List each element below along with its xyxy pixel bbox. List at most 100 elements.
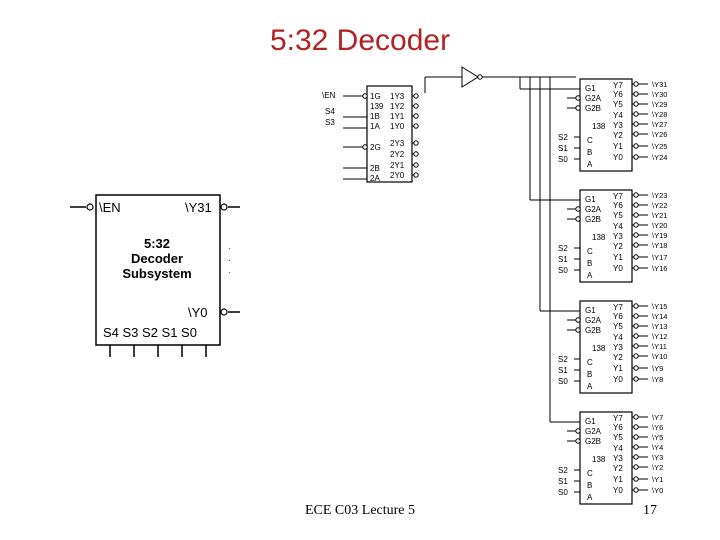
- dec138-output-label: \Y12: [652, 332, 667, 341]
- dec138-y-label: Y5: [613, 211, 623, 220]
- dec138-output-bubble: [633, 333, 639, 339]
- dec138-select-input-label: S2: [558, 355, 568, 364]
- dec138-output-bubble: [633, 265, 639, 271]
- dec138-output-bubble: [633, 131, 639, 137]
- dec138-select-label: A: [587, 271, 593, 280]
- dec139-enable-label: \EN: [322, 91, 336, 100]
- dec138-select-label: B: [587, 370, 592, 379]
- dec138-output-label: \Y22: [652, 201, 667, 210]
- dec138-output-bubble: [633, 192, 639, 198]
- dec138-output-label: \Y17: [652, 253, 667, 262]
- dec138-output-label: \Y3: [652, 453, 663, 462]
- dec139-output-bubble: [413, 123, 419, 129]
- dec138-enable-label: G2B: [585, 215, 601, 224]
- dec139-s3-label: S3: [325, 118, 335, 127]
- dec138-select-label: A: [587, 382, 593, 391]
- subsystem-name-line2: Decoder: [131, 251, 183, 266]
- dec138-output-label: \Y11: [652, 342, 667, 351]
- dec138-output-label: \Y23: [652, 191, 667, 200]
- dec138-output-bubble: [633, 323, 639, 329]
- dec138-y-label: Y1: [613, 475, 623, 484]
- dec138-enable-label: G2A: [585, 316, 602, 325]
- dec138-output-label: \Y6: [652, 423, 663, 432]
- dec138-output-bubble: [633, 111, 639, 117]
- dec139-output-bubble: [413, 162, 419, 168]
- dec138-enable-label: G1: [585, 417, 596, 426]
- dec138-output-label: \Y29: [652, 100, 667, 109]
- dec139-pin-label: 1B: [370, 112, 380, 121]
- dec138-select-input-label: S0: [558, 377, 568, 386]
- dec138-output-bubble: [633, 424, 639, 430]
- dec139-pin-label: 2B: [370, 164, 380, 173]
- dec138-output-label: \Y5: [652, 433, 663, 442]
- dec138-select-label: A: [587, 493, 593, 502]
- dec139-output-bubble: [413, 113, 419, 119]
- dec138-y-label: Y1: [613, 253, 623, 262]
- dec138-output-bubble: [633, 343, 639, 349]
- dec138-output-bubble: [633, 376, 639, 382]
- dec138-select-input-label: S0: [558, 155, 568, 164]
- dec138-select-label: B: [587, 259, 592, 268]
- dec138-enable-label: G2B: [585, 326, 601, 335]
- dec139-output-label: 1Y3: [390, 92, 405, 101]
- dec138-output-label: \Y7: [652, 413, 663, 422]
- dec138-y-label: Y3: [613, 232, 623, 241]
- dec138-y-label: Y6: [613, 423, 623, 432]
- dec139-output-bubble: [413, 93, 419, 99]
- dec138-output-bubble: [633, 454, 639, 460]
- dec138-select-input-label: S1: [558, 144, 568, 153]
- dec138-y-label: Y4: [613, 222, 623, 231]
- dec139-output-bubble: [413, 151, 419, 157]
- decoder-138-1: G1G2AG2B138CBAY7Y6Y5Y4Y3Y2Y1Y0\Y31\Y30\Y…: [558, 78, 667, 172]
- dec138-enable-label: G1: [585, 84, 596, 93]
- dec139-output-bubble: [413, 140, 419, 146]
- dec138-y-label: Y0: [613, 375, 623, 384]
- dec138-y-label: Y7: [613, 303, 623, 312]
- dec138-y-label: Y7: [613, 414, 623, 423]
- dec138-output-bubble: [633, 414, 639, 420]
- subsystem-bottom-output-label: \Y0: [188, 305, 208, 320]
- dec138-y-label: Y1: [613, 364, 623, 373]
- dec138-output-label: \Y8: [652, 375, 663, 384]
- dec138-y-label: Y7: [613, 81, 623, 90]
- dec139-s4-label: S4: [325, 107, 335, 116]
- dec138-enable-label: G1: [585, 195, 596, 204]
- dec138-select-input-label: S0: [558, 266, 568, 275]
- dec138-y-label: Y2: [613, 464, 623, 473]
- enable-buffer: [424, 66, 576, 93]
- dec138-output-bubble: [633, 212, 639, 218]
- dec138-output-bubble: [633, 487, 639, 493]
- subsystem-name-line1: 5:32: [144, 236, 170, 251]
- dec138-y-label: Y5: [613, 433, 623, 442]
- dec138-enable-label: G1: [585, 306, 596, 315]
- dec138-output-label: \Y15: [652, 302, 667, 311]
- dec138-y-label: Y6: [613, 201, 623, 210]
- dec138-output-bubble: [633, 365, 639, 371]
- dec138-select-input-label: S1: [558, 477, 568, 486]
- dec138-output-label: \Y9: [652, 364, 663, 373]
- dec138-output-label: \Y21: [652, 211, 667, 220]
- dec138-output-label: \Y14: [652, 312, 667, 321]
- dec138-y-label: Y2: [613, 242, 623, 251]
- dec138-output-bubble: [633, 313, 639, 319]
- subsystem-output-dot: ·: [228, 268, 231, 277]
- page-number: 17: [643, 503, 657, 518]
- dec138-output-label: \Y13: [652, 322, 667, 331]
- dec138-enable-label: G2B: [585, 437, 601, 446]
- dec138-output-label: \Y26: [652, 130, 667, 139]
- dec138-output-bubble: [633, 121, 639, 127]
- dec138-output-bubble: [633, 222, 639, 228]
- subsystem-top-output-label: \Y31: [185, 200, 212, 215]
- dec138-y-label: Y7: [613, 192, 623, 201]
- dec138-enable-label: G2A: [585, 205, 602, 214]
- dec139-output-label: 1Y1: [390, 112, 405, 121]
- dec138-select-input-label: S2: [558, 133, 568, 142]
- dec138-y-label: Y0: [613, 264, 623, 273]
- dec138-y-label: Y6: [613, 90, 623, 99]
- dec138-output-bubble: [633, 242, 639, 248]
- dec138-part-number: 138: [592, 344, 606, 353]
- dec138-y-label: Y1: [613, 142, 623, 151]
- subsystem-inputs-label: S4 S3 S2 S1 S0: [103, 325, 197, 340]
